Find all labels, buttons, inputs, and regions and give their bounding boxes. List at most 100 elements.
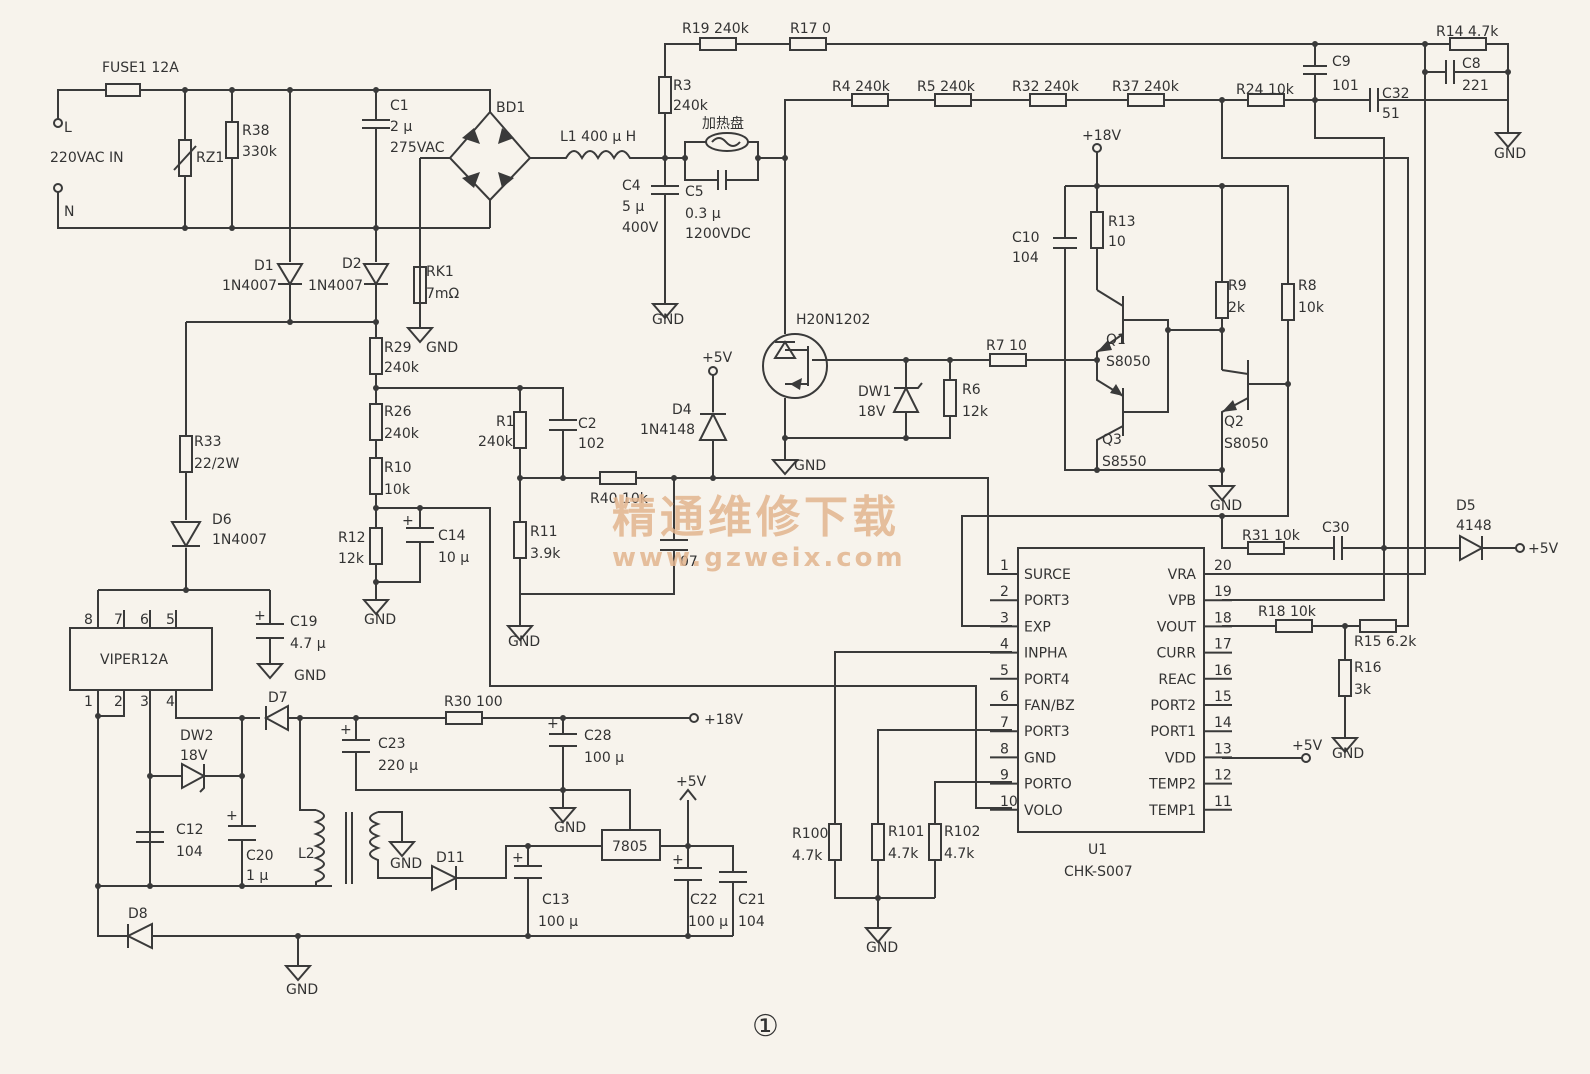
r102-value: 4.7k bbox=[944, 846, 975, 862]
r30-label: R30 100 bbox=[444, 694, 503, 710]
r12-value: 12k bbox=[338, 551, 365, 567]
vdd-5v-label: +5V bbox=[1292, 738, 1323, 754]
igbt-label: H20N1202 bbox=[796, 312, 870, 328]
u1-pin-number: 2 bbox=[1000, 584, 1009, 600]
r11-label: R11 bbox=[530, 524, 558, 540]
u1-pin-number: 4 bbox=[1000, 637, 1009, 653]
r19-resistor bbox=[699, 37, 737, 51]
l1-label: L1 400 μ H bbox=[560, 129, 636, 145]
u1-ic-body bbox=[1017, 547, 1205, 833]
mains-voltage-label: 220VAC IN bbox=[50, 150, 124, 166]
viper-pin7: 7 bbox=[114, 612, 123, 628]
c23-value: 220 μ bbox=[378, 758, 418, 774]
u1-pin-number: 11 bbox=[1214, 794, 1232, 810]
svg-text:+: + bbox=[402, 513, 414, 529]
r16-resistor bbox=[1338, 659, 1352, 697]
r30-resistor bbox=[445, 711, 483, 725]
c9-label: C9 bbox=[1332, 54, 1351, 70]
u1-pin-name: VOUT bbox=[1157, 619, 1197, 635]
c5-label: C5 bbox=[685, 184, 704, 200]
u1-pin-name: TEMP2 bbox=[1148, 777, 1196, 793]
r4-label: R4 240k bbox=[832, 79, 891, 95]
c12-label: C12 bbox=[176, 822, 204, 838]
u1-pin-number: 1 bbox=[1000, 558, 1009, 574]
c1-rating: 275VAC bbox=[390, 140, 445, 156]
r8-resistor bbox=[1281, 283, 1295, 321]
q1-q3-transistors bbox=[1096, 289, 1169, 470]
r26-value: 240k bbox=[384, 426, 420, 442]
u1-pin-number: 14 bbox=[1214, 715, 1232, 731]
viper12a-ic bbox=[69, 627, 213, 691]
gnd-label-bottom: GND bbox=[286, 982, 318, 998]
c5-rating: 1200VDC bbox=[685, 226, 751, 242]
viper-18v-label: +18V bbox=[704, 712, 744, 728]
q3-value: S8550 bbox=[1102, 454, 1147, 470]
l2-label: L2 bbox=[298, 846, 315, 862]
gnd-label-r11: GND bbox=[508, 634, 540, 650]
fuse1-label: FUSE1 12A bbox=[102, 60, 179, 76]
u1-pin-name: EXP bbox=[1024, 619, 1051, 635]
u1-pin-name: PORT4 bbox=[1024, 672, 1070, 688]
dw1-label: DW1 bbox=[858, 384, 892, 400]
d5-label: D5 bbox=[1456, 498, 1476, 514]
r13-value: 10 bbox=[1108, 234, 1126, 250]
d6-label: D6 bbox=[212, 512, 232, 528]
c4-label: C4 bbox=[622, 178, 641, 194]
svg-text:+: + bbox=[672, 852, 684, 868]
svg-text:+: + bbox=[254, 608, 266, 624]
c4-value: 5 μ bbox=[622, 199, 644, 215]
r17-label: R17 0 bbox=[790, 21, 831, 37]
igbt-transistor bbox=[762, 158, 860, 438]
u1-pin-number: 7 bbox=[1000, 715, 1009, 731]
r12-resistor bbox=[369, 527, 383, 565]
r4-resistor bbox=[851, 93, 889, 107]
r11-value: 3.9k bbox=[530, 546, 561, 562]
c32-value: 51 bbox=[1382, 106, 1400, 122]
c28-value: 100 μ bbox=[584, 750, 624, 766]
u1-pin-name: PORT3 bbox=[1024, 593, 1070, 609]
q1-value: S8050 bbox=[1106, 354, 1151, 370]
c2-label: C2 bbox=[578, 416, 597, 432]
r32-label: R32 240k bbox=[1012, 79, 1080, 95]
u1-pin-name: CURR bbox=[1157, 646, 1197, 662]
u1-pin-number: 19 bbox=[1214, 584, 1232, 600]
q2-label: Q2 bbox=[1224, 414, 1244, 430]
gnd-label-c8: GND bbox=[1494, 146, 1526, 162]
r5-label: R5 240k bbox=[917, 79, 976, 95]
q2-value: S8050 bbox=[1224, 436, 1269, 452]
r37-label: R37 240k bbox=[1112, 79, 1180, 95]
c1-capacitor bbox=[362, 87, 390, 231]
gnd-label-c28: GND bbox=[554, 820, 586, 836]
c10-value: 104 bbox=[1012, 250, 1039, 266]
viper-label: VIPER12A bbox=[100, 652, 169, 668]
u1-pin-name: INPHA bbox=[1024, 646, 1068, 662]
svg-text:+: + bbox=[226, 808, 238, 824]
r40-label: R40 10k bbox=[590, 491, 649, 507]
r29-label: R29 bbox=[384, 340, 412, 356]
u1-pin-name: VOLO bbox=[1024, 803, 1063, 819]
c10-label: C10 bbox=[1012, 230, 1040, 246]
r10-label: R10 bbox=[384, 460, 412, 476]
r29-value: 240k bbox=[384, 360, 420, 376]
u1-pin-number: 16 bbox=[1214, 663, 1232, 679]
c20-label: C20 bbox=[246, 848, 274, 864]
c23-label: C23 bbox=[378, 736, 406, 752]
r38-label: R38 bbox=[242, 123, 270, 139]
heater-coil bbox=[665, 132, 785, 190]
dw1-value: 18V bbox=[858, 404, 886, 420]
gnd-label-igbt: GND bbox=[794, 458, 826, 474]
u1-pin-name: FAN/BZ bbox=[1024, 698, 1075, 714]
r16-label: R16 bbox=[1354, 660, 1382, 676]
figure-number: ① bbox=[752, 1009, 779, 1044]
d5-5v-label: +5V bbox=[1528, 541, 1559, 557]
r10-resistor bbox=[369, 457, 383, 495]
r38-resistor bbox=[225, 87, 239, 231]
r1-value: 240k bbox=[478, 434, 514, 450]
d8-label: D8 bbox=[128, 906, 148, 922]
r13-label: R13 bbox=[1108, 214, 1136, 230]
r9-resistor bbox=[1215, 281, 1229, 319]
r29-resistor bbox=[369, 337, 383, 375]
rz1-varistor bbox=[173, 87, 197, 231]
r15-resistor bbox=[1359, 619, 1397, 633]
